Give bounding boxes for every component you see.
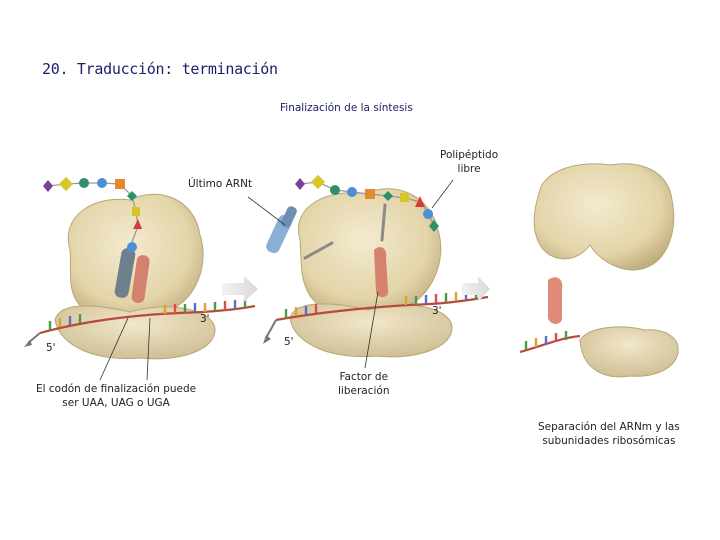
label-release-factor: Factor de liberación <box>338 371 390 397</box>
process-arrow-2 <box>462 276 490 302</box>
end-label-5prime-2: 5' <box>284 336 294 348</box>
process-arrow-1 <box>222 276 258 302</box>
section-subtitle: Finalización de la síntesis <box>280 102 413 114</box>
ribosome-panel-1 <box>54 193 216 360</box>
label-last-trna: Último ARNt <box>188 178 253 190</box>
mrna-strand-panel-1 <box>24 299 256 347</box>
end-label-3prime-1: 3' <box>200 313 210 325</box>
page-title: 20. Traducción: terminación <box>42 60 278 78</box>
label-free-polypeptide: Polipéptido libre <box>440 149 499 175</box>
label-separation: Separación del ARNm y las subunidades ri… <box>538 421 680 447</box>
ribosome-panel-2 <box>289 188 453 358</box>
end-label-3prime-2: 3' <box>432 305 442 317</box>
leader-lines <box>99 179 454 381</box>
mrna-strand-panel-2 <box>263 290 489 344</box>
end-label-5prime-1: 5' <box>46 342 56 354</box>
last-trna <box>266 206 297 254</box>
polypeptide-chain-panel-2 <box>295 174 439 232</box>
separated-subunits <box>533 163 679 378</box>
mrna-strand-panel-3 <box>519 331 581 354</box>
label-stop-codon: El codón de finalización puede ser UAA, … <box>36 383 197 409</box>
